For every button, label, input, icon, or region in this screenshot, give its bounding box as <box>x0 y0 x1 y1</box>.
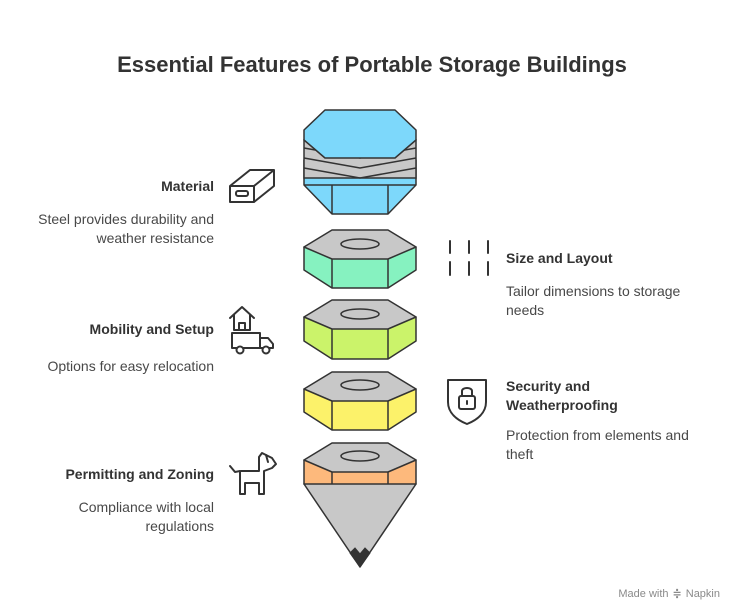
lock-shield-icon <box>444 376 490 431</box>
dog-icon <box>228 450 278 503</box>
diagram-title: Essential Features of Portable Storage B… <box>117 52 627 77</box>
feature-label-size: Size and Layout <box>506 250 613 266</box>
feature-label-mobility: Mobility and Setup <box>89 321 214 337</box>
feature-desc-material: Steel provides durability and weather re… <box>38 211 214 246</box>
hex-segment-size <box>303 229 417 289</box>
steel-beam-icon <box>226 164 278 213</box>
napkin-logo-icon: ≑ <box>672 588 682 600</box>
cap-segment <box>303 109 417 215</box>
feature-desc-security: Protection from elements and theft <box>506 427 689 462</box>
made-with-text: Made with <box>618 587 669 600</box>
pencil-tip <box>303 483 417 568</box>
feature-label-security: Security and Weatherproofing <box>506 378 618 413</box>
feature-desc-mobility: Options for easy relocation <box>47 358 214 374</box>
dimension-lines-icon <box>444 238 494 283</box>
moving-truck-icon <box>226 304 278 361</box>
hex-segment-mobility <box>303 299 417 360</box>
hex-segment-security <box>303 371 417 431</box>
feature-label-material: Material <box>161 178 214 194</box>
napkin-brand: Napkin <box>685 587 720 600</box>
feature-desc-size: Tailor dimensions to storage needs <box>506 283 681 318</box>
feature-desc-permitting: Compliance with local regulations <box>78 499 214 534</box>
made-with-napkin-credit: Made with ≑ Napkin <box>618 587 720 601</box>
feature-label-permitting: Permitting and Zoning <box>65 466 214 482</box>
